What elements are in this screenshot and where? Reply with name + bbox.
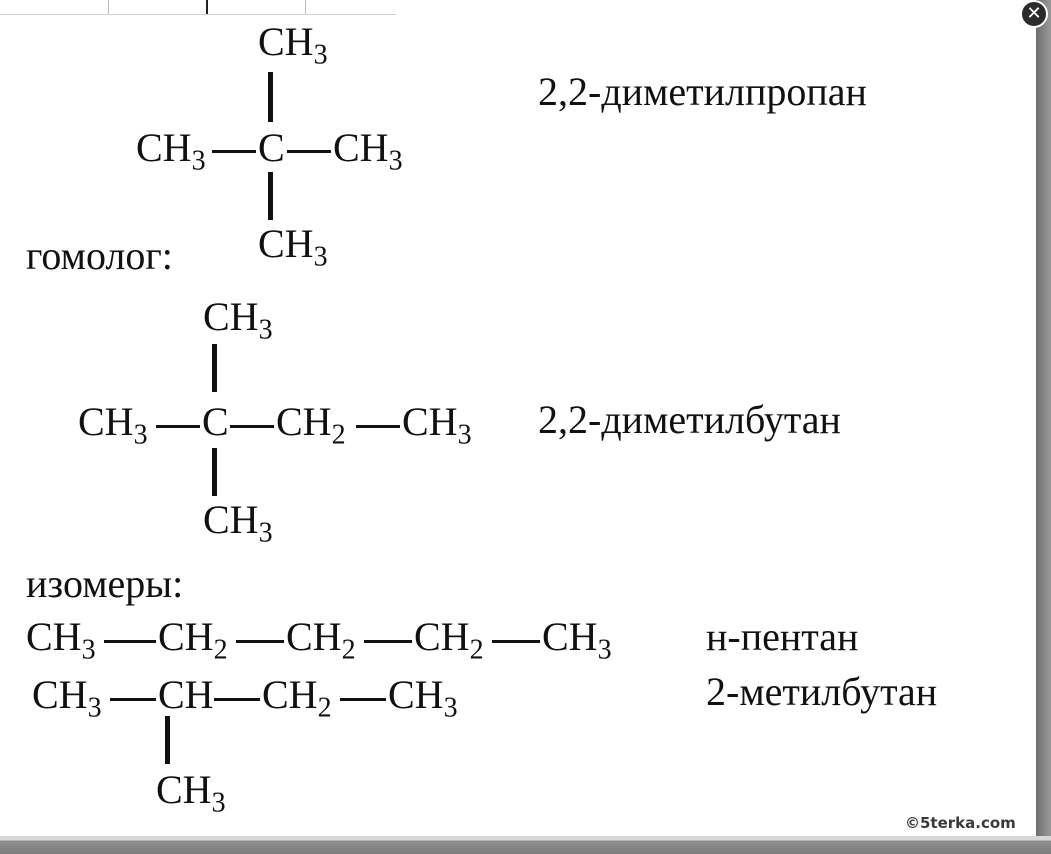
group-text: CH (26, 614, 82, 659)
bond-horizontal (214, 698, 260, 701)
group-text: CH (156, 767, 212, 812)
strip-divider (206, 0, 208, 14)
subscript: 3 (81, 634, 96, 666)
subscript: 2 (317, 692, 332, 724)
group-text: CH (286, 614, 342, 659)
group-text: CH (32, 672, 88, 717)
m2-chain-4: CH3 (402, 402, 472, 449)
group-text: CH (414, 614, 470, 659)
group-text: CH (258, 19, 314, 64)
image-canvas (0, 0, 1036, 836)
subscript: 2 (213, 634, 228, 666)
strip-divider (108, 0, 109, 14)
close-icon[interactable]: ✕ (1020, 0, 1048, 28)
group-text: CH (258, 221, 314, 266)
bond-horizontal (236, 640, 284, 643)
group-text: CH (158, 614, 214, 659)
subscript: 2 (341, 634, 356, 666)
subscript: 3 (597, 634, 612, 666)
strip-divider (305, 0, 306, 14)
group-text: CH (158, 672, 214, 717)
group-text: CH (203, 497, 259, 542)
group-text: CH (78, 399, 134, 444)
m2-chain-3: CH2 (276, 402, 346, 449)
subscript: 3 (258, 517, 273, 549)
group-text: CH (333, 125, 389, 170)
subscript: 3 (313, 39, 328, 71)
bond-horizontal (340, 698, 386, 701)
group-text: CH (402, 399, 458, 444)
bond-horizontal (287, 150, 331, 153)
bond-horizontal (212, 150, 256, 153)
name-methylbutane: 2-метилбутан (706, 669, 938, 714)
m2-chain-2: C (202, 402, 229, 442)
m2-top-group: CH3 (203, 297, 273, 344)
bond-horizontal (110, 698, 156, 701)
bond-horizontal (356, 425, 400, 428)
bond-vertical (212, 344, 217, 392)
m4-chain-1: CH3 (32, 675, 102, 722)
group-text: C (202, 399, 229, 444)
bond-vertical (268, 172, 273, 220)
m4-bottom-group: CH3 (156, 770, 226, 817)
bond-horizontal (104, 640, 156, 643)
viewer-shadow-bottom (0, 836, 1051, 854)
m2-chain-1: CH3 (78, 402, 148, 449)
label-homolog: гомолог: (26, 233, 173, 278)
m1-top-group: CH3 (258, 22, 328, 69)
group-text: CH (136, 125, 192, 170)
group-text: CH (276, 399, 332, 444)
subscript: 3 (191, 145, 206, 177)
bond-horizontal (492, 640, 540, 643)
m4-chain-3: CH2 (262, 675, 332, 722)
subscript: 3 (258, 314, 273, 346)
group-text: CH (203, 294, 259, 339)
m3-chain-1: CH3 (26, 617, 96, 664)
viewer-shadow-right (1036, 0, 1051, 854)
m2-bottom-group: CH3 (203, 500, 273, 547)
m1-bottom-group: CH3 (258, 224, 328, 271)
m1-right-group: CH3 (333, 128, 403, 175)
m3-chain-3: CH2 (286, 617, 356, 664)
subscript: 2 (331, 419, 346, 451)
bond-vertical (165, 716, 170, 764)
m3-chain-5: CH3 (542, 617, 612, 664)
subscript: 3 (313, 241, 328, 273)
group-text: CH (542, 614, 598, 659)
bond-horizontal (156, 425, 200, 428)
name-dimethylbutane: 2,2-диметилбутан (538, 397, 841, 442)
top-toolbar-strip (0, 0, 396, 15)
group-text: CH (262, 672, 318, 717)
name-npentane: н-пентан (706, 614, 859, 659)
subscript: 3 (443, 692, 458, 724)
m3-chain-4: CH2 (414, 617, 484, 664)
subscript: 3 (211, 787, 226, 819)
subscript: 2 (469, 634, 484, 666)
m1-left-group: CH3 (136, 128, 206, 175)
bond-vertical (268, 72, 273, 122)
m4-chain-2: CH (158, 675, 214, 715)
m1-center: C (258, 125, 285, 170)
group-text: CH (388, 672, 444, 717)
subscript: 3 (388, 145, 403, 177)
m4-chain-4: CH3 (388, 675, 458, 722)
subscript: 3 (457, 419, 472, 451)
bond-horizontal (230, 425, 274, 428)
bond-vertical (212, 448, 217, 496)
name-dimethylpropane: 2,2-диметилпропан (538, 69, 867, 114)
watermark: ©5terka.com (905, 814, 1016, 832)
m3-chain-2: CH2 (158, 617, 228, 664)
subscript: 3 (87, 692, 102, 724)
label-isomers: изомеры: (26, 561, 184, 606)
bond-horizontal (364, 640, 412, 643)
subscript: 3 (133, 419, 148, 451)
